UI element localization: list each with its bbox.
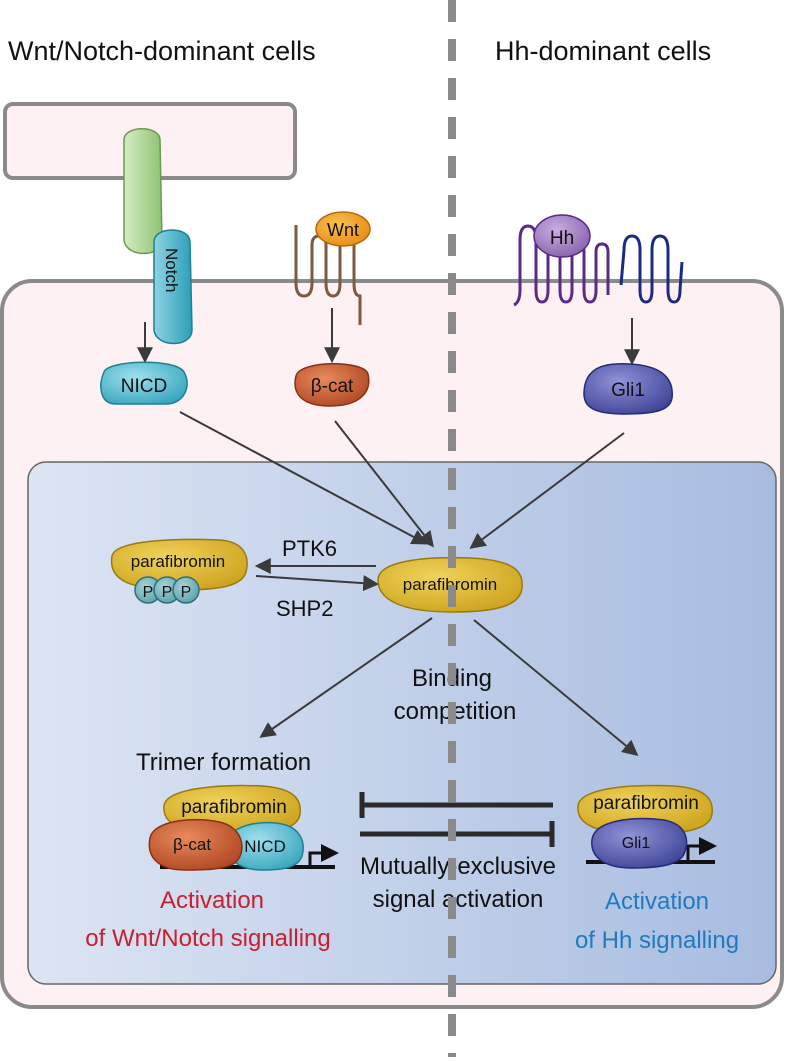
wnt-ligand	[315, 211, 371, 247]
header-right: Hh-dominant cells	[495, 36, 711, 66]
parafibromin-central-label: parafibromin	[403, 575, 498, 594]
tss-right	[686, 837, 717, 862]
trimer-title: Trimer formation	[136, 749, 311, 776]
trimer-betacat-label: β-cat	[173, 835, 211, 854]
right-result-2: of Hh signalling	[575, 927, 739, 954]
left-result-1: Activation	[160, 887, 264, 914]
exclusion-label-1: Mutually-exclusive	[360, 853, 556, 880]
wnt-label: Wnt	[327, 220, 359, 240]
betacat-label: β-cat	[311, 376, 354, 397]
arrow-to-gli1-complex	[473, 619, 639, 757]
hh-label: Hh	[550, 228, 574, 249]
gli1-protein	[583, 362, 673, 415]
ptk6-label: PTK6	[282, 536, 337, 561]
trimer-betacat	[148, 818, 243, 871]
trimer-nicd-label: NICD	[244, 837, 286, 856]
header-left: Wnt/Notch-dominant cells	[8, 36, 316, 66]
notch-receptor	[153, 229, 193, 345]
phospho-parafibromin-label: parafibromin	[131, 552, 226, 571]
phosphate-1-label: P	[143, 584, 154, 601]
arrow-to-trimer	[259, 617, 433, 738]
smoothened-receptor	[619, 234, 684, 304]
betacat-protein	[294, 363, 370, 407]
right-result-1: Activation	[605, 888, 709, 915]
gli1-label: Gli1	[611, 380, 645, 401]
phosphate-2-label: P	[162, 584, 173, 601]
right-parafibromin-label: parafibromin	[593, 793, 699, 814]
trimer-nicd	[227, 821, 304, 871]
hh-ligand	[533, 214, 591, 258]
nicd-protein	[100, 361, 188, 405]
nicd-label: NICD	[121, 376, 167, 397]
parafibromin-central	[377, 556, 523, 613]
trimer-parafibromin-label: parafibromin	[181, 797, 287, 818]
right-gli1-label: Gli1	[622, 835, 651, 852]
left-result-2: of Wnt/Notch signalling	[85, 925, 330, 952]
tss-left	[308, 844, 339, 867]
arrow-shp2	[255, 575, 380, 592]
arrow-nicd-parafibromin	[179, 411, 428, 545]
notch-label: Notch	[162, 248, 181, 292]
arrow-betacat-parafibromin	[334, 420, 434, 548]
arrow-gli1-parafibromin	[469, 432, 625, 549]
phosphate-3-label: P	[181, 584, 192, 601]
right-gli1	[591, 817, 688, 869]
exclusion-label-2: signal activation	[373, 886, 544, 913]
shp2-label: SHP2	[276, 596, 333, 621]
phosphate-3	[172, 576, 200, 604]
